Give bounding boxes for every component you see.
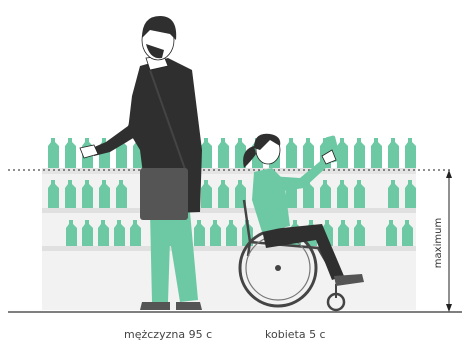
bottle-icon xyxy=(303,138,314,168)
bottle-icon xyxy=(201,138,212,168)
height-dimension-arrow: maximum xyxy=(433,170,452,312)
bottle-icon xyxy=(405,138,416,168)
man-shoe-right xyxy=(176,302,202,310)
shelf-unit xyxy=(42,138,416,310)
woman-caption: kobieta 5 c xyxy=(265,328,326,341)
bottle-icon xyxy=(48,138,59,168)
bottle-icon xyxy=(218,138,229,168)
wheelchair-hub xyxy=(275,265,281,271)
bottle-icon xyxy=(354,138,365,168)
shelf-board-3 xyxy=(42,246,416,251)
maximum-label: maximum xyxy=(433,218,444,268)
shelf-board-2 xyxy=(42,208,416,213)
bottle-icon xyxy=(286,138,297,168)
man-caption: mężczyzna 95 c xyxy=(124,328,212,341)
bottle-icon xyxy=(371,138,382,168)
man-bag xyxy=(140,168,188,220)
man-shoe-left xyxy=(140,302,170,310)
bottle-icon xyxy=(388,138,399,168)
bottle-icon xyxy=(65,138,76,168)
shelf-board-top xyxy=(42,168,416,174)
